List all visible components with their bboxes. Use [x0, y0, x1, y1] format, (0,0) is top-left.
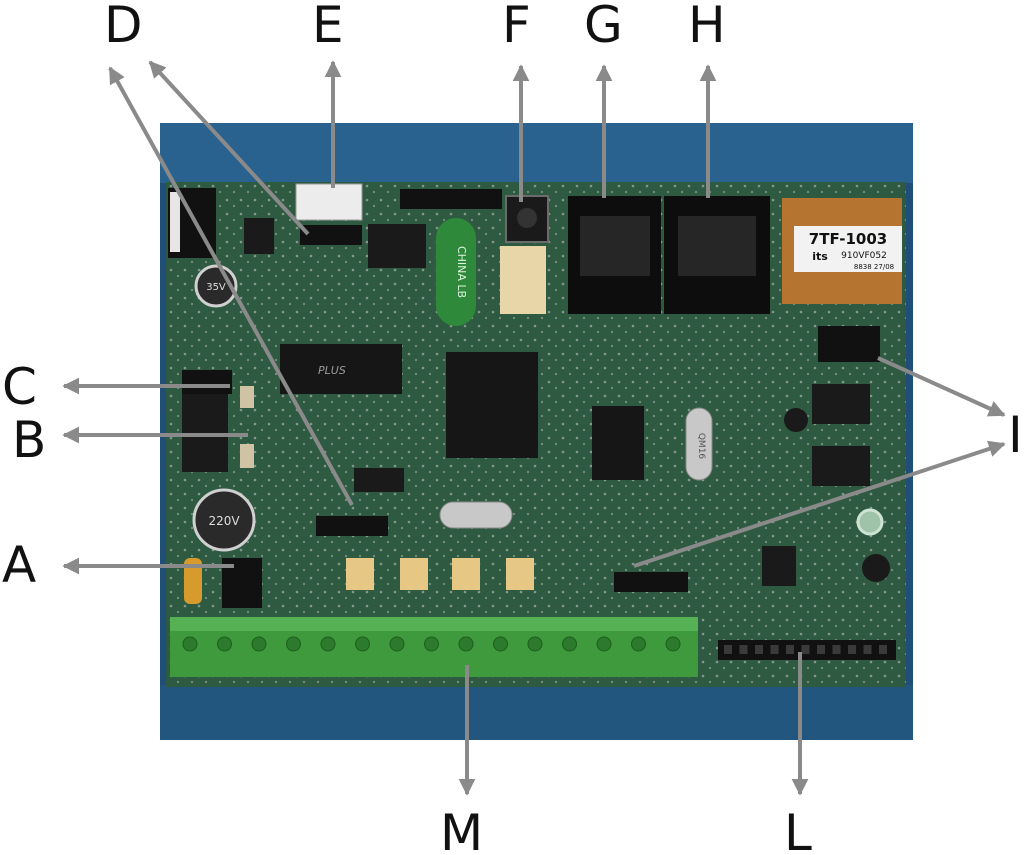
yellow-cap-3 — [452, 558, 480, 590]
pin — [848, 645, 856, 654]
yellow-cap-2 — [400, 558, 428, 590]
left-chip — [280, 344, 402, 394]
label-f: F — [502, 0, 531, 54]
optocoupler — [500, 246, 546, 314]
pin — [817, 645, 825, 654]
pin — [739, 645, 748, 654]
top-pin-header — [400, 189, 502, 209]
terminal-screw — [355, 636, 370, 652]
connector-e — [295, 183, 363, 221]
terminal-screw — [493, 636, 508, 652]
label-e: E — [312, 0, 344, 54]
arrow-i-lower — [633, 440, 1006, 568]
pin-header-l-pins — [724, 645, 887, 654]
jumper-header-i-lower — [614, 572, 688, 592]
pin — [832, 645, 841, 654]
terminal-screw — [320, 636, 336, 652]
label-d: D — [104, 0, 143, 54]
callout-arrows — [62, 60, 1006, 796]
label-a: A — [2, 536, 36, 594]
terminal-screw — [631, 636, 646, 652]
small-chip-4 — [812, 384, 870, 424]
terminal-screw — [389, 636, 405, 652]
small-chip-6 — [762, 546, 796, 586]
terminal-screw — [424, 636, 439, 652]
relay-part-text: 910VF052 — [841, 251, 887, 261]
chip-brand-text: PLUS — [318, 364, 346, 377]
mounting-hole — [856, 508, 884, 536]
pin — [863, 645, 872, 654]
arrow-d-lower — [108, 66, 354, 506]
connector-c — [182, 370, 232, 394]
pin — [755, 645, 763, 654]
tantalum-cap — [184, 558, 202, 604]
pin — [786, 645, 794, 654]
led-b — [240, 444, 254, 468]
label-l: L — [784, 804, 812, 855]
capacitor-large-marking: 220V — [208, 514, 240, 528]
label-c: C — [2, 358, 37, 416]
capacitor-large — [192, 488, 256, 552]
small-chip-1 — [244, 218, 274, 254]
label-g: G — [584, 0, 623, 54]
relay-code-text: 8838 27/08 — [854, 263, 894, 271]
label-h: H — [688, 0, 726, 54]
terminal-screw — [217, 636, 232, 652]
terminal-screw — [182, 636, 198, 652]
transistor-2 — [784, 408, 808, 432]
arrow-i-upper — [877, 356, 1006, 417]
backup-battery — [436, 218, 476, 326]
relay-brand-text: its — [812, 250, 828, 263]
led-c — [240, 386, 254, 408]
label-b: B — [12, 411, 46, 469]
pin — [801, 645, 810, 654]
header-d — [300, 225, 362, 245]
label-m: M — [440, 804, 483, 855]
relay-model-text: 7TF-1003 — [809, 230, 887, 248]
main-cpu-chip — [446, 352, 538, 458]
terminal-screw — [562, 636, 577, 652]
terminal-screws — [182, 636, 681, 652]
enclosure-top-rail — [160, 123, 913, 183]
terminal-screw — [286, 636, 301, 652]
pin — [724, 645, 732, 654]
terminal-screw — [251, 636, 267, 652]
jumper-header-i-upper — [818, 326, 880, 362]
mid-pin-header — [316, 516, 388, 536]
right-chip — [592, 406, 644, 480]
small-chip-3 — [354, 468, 404, 492]
terminal-screw — [527, 636, 543, 652]
terminal-screw — [596, 636, 612, 652]
crystal-center — [439, 501, 513, 529]
small-chip-2 — [368, 224, 426, 268]
pin — [770, 645, 779, 654]
yellow-cap-1 — [346, 558, 374, 590]
capacitor-small-marking: 35V — [206, 282, 226, 293]
small-chip-5 — [812, 446, 870, 486]
label-i: I — [1008, 406, 1023, 464]
terminal-screw — [458, 636, 474, 652]
pin — [879, 645, 887, 654]
relay-label — [794, 226, 902, 272]
terminal-screw — [665, 636, 681, 652]
enclosure-bottom-rail — [160, 685, 913, 740]
transistor — [862, 554, 890, 582]
arrow-d-upper — [148, 60, 310, 236]
crystal-right — [685, 407, 713, 481]
yellow-cap-4 — [506, 558, 534, 590]
crystal-marking: QM16 — [696, 433, 706, 460]
battery-marking: CHINA LB — [455, 246, 468, 298]
